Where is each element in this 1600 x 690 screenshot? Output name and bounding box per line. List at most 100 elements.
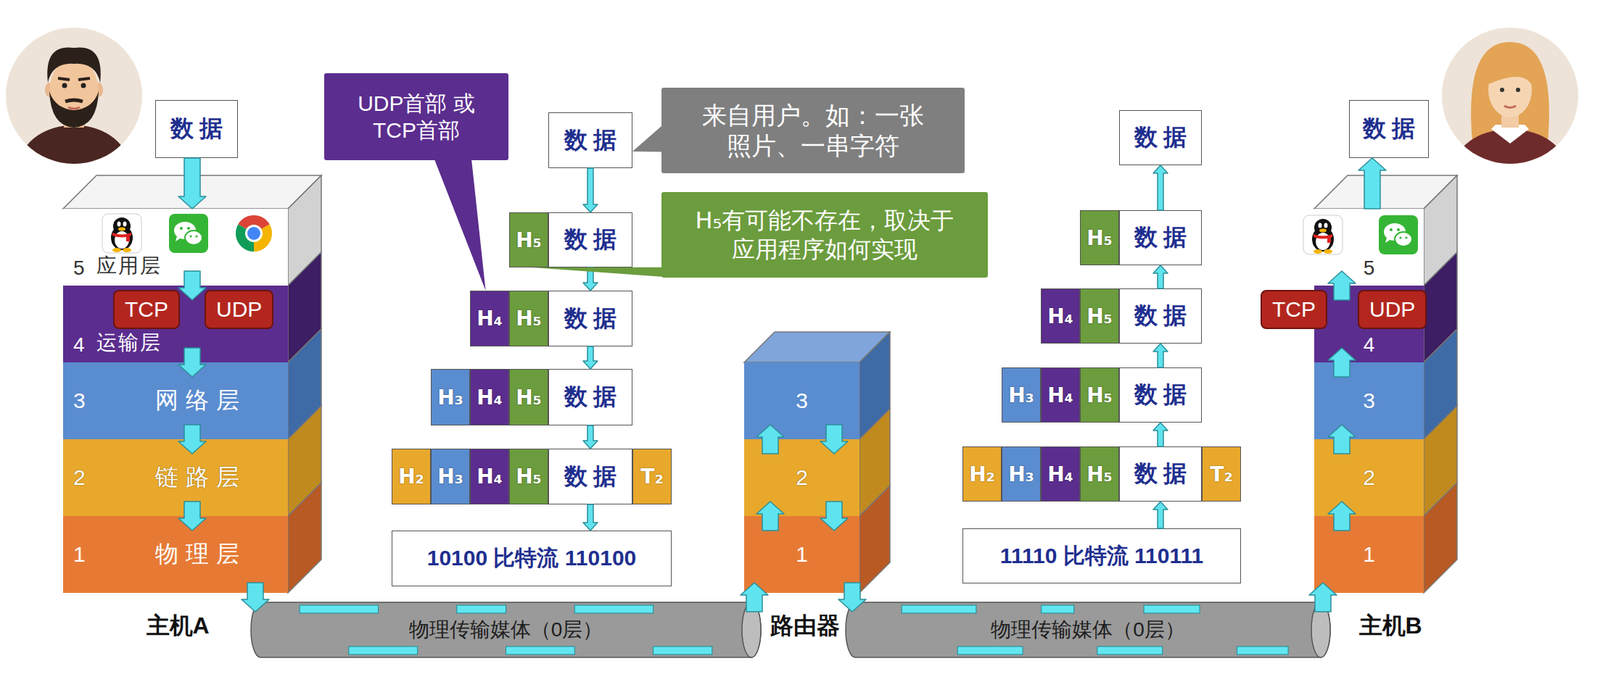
layer-band: 1 (1314, 516, 1424, 594)
box-text: 数据 (164, 113, 229, 146)
layer-band: 3网络层 (63, 362, 288, 440)
data-box: 数据 (1119, 288, 1202, 344)
box-text: UDP (216, 297, 262, 323)
flow-arrow (1153, 422, 1168, 447)
host-label: 路由器 (770, 612, 840, 639)
header-box: H₄ (469, 290, 510, 347)
box-text: UDP (1369, 297, 1416, 323)
data-box: 数据 (1349, 100, 1429, 159)
layer-number: 5 (1363, 256, 1376, 280)
header-box: H₄ (1040, 288, 1080, 344)
bit-signal (456, 605, 507, 614)
layer-band: 1 (744, 516, 860, 594)
layer-name: 运输层 (96, 329, 162, 357)
header-box: H₄ (1040, 367, 1080, 423)
host-label: 主机B (1359, 612, 1423, 639)
layer-band: 2 (1314, 439, 1424, 517)
header-box: T₂ (1201, 446, 1241, 502)
flow-arrow (583, 267, 598, 291)
medium-body (250, 602, 761, 658)
bitstream-box: 10100 比特流 110100 (391, 530, 672, 587)
protocol-box: TCP (113, 290, 180, 330)
box-text: TCP (124, 297, 169, 323)
data-box: 数据 (1119, 446, 1202, 502)
box-text: 10100 比特流 110100 (427, 543, 637, 574)
header-box: H₃ (430, 369, 470, 426)
data-box: 数据 (1119, 110, 1202, 166)
box-text: H₂ (968, 462, 996, 487)
woman-avatar (1441, 27, 1579, 172)
box-text: 数据 (1128, 300, 1193, 333)
layer-number: 2 (1362, 465, 1376, 491)
header-box: H₅ (509, 212, 549, 268)
flow-arrow (1153, 501, 1168, 529)
header-box: H₅ (509, 369, 549, 426)
flow-arrow (178, 501, 206, 531)
qq-icon (102, 213, 142, 254)
layer-band: 3 (744, 362, 860, 440)
box-text: H₄ (476, 306, 503, 331)
avatar-ground (1441, 27, 1579, 164)
medium-body (845, 602, 1331, 658)
avatar-eye (1499, 87, 1505, 93)
transmission-medium: 物理传输媒体（0层） (844, 601, 1331, 659)
layer-band: 5 (1314, 208, 1424, 286)
box-text: H₅ (1086, 304, 1113, 329)
box-text: H₃ (1008, 462, 1035, 487)
chrome-icon (234, 214, 273, 253)
header-box: H₅ (1079, 446, 1120, 502)
layer-number: 4 (73, 333, 85, 357)
protocol-box: UDP (1357, 290, 1427, 330)
flow-arrow (583, 168, 598, 213)
flow-arrow (756, 425, 785, 455)
layer-band: 4TCPUDP (1314, 285, 1424, 363)
layer-name: 应用层 (96, 252, 162, 280)
protocol-box: UDP (204, 290, 274, 330)
header-box: H₅ (509, 290, 549, 347)
flow-arrow (241, 583, 270, 613)
box-text: 数据 (1128, 379, 1193, 412)
label-holder: 主机B (1359, 610, 1423, 643)
avatar-eye (1515, 87, 1521, 93)
flow-arrow (820, 501, 848, 531)
header-box: H₄ (469, 448, 510, 505)
flow-arrow (583, 425, 598, 449)
bitstream-box: 11110 比特流 110111 (962, 528, 1241, 584)
data-box: 数据 (548, 448, 633, 505)
bit-signal (1236, 646, 1289, 655)
box-text: H₄ (1047, 304, 1074, 329)
box-text: H₃ (1008, 383, 1035, 408)
bit-signal (348, 646, 418, 655)
box-text: H₅ (1086, 383, 1113, 408)
wechat-icon (168, 213, 209, 254)
flow-arrow (583, 504, 598, 531)
avatar-beard (49, 91, 99, 128)
avatar-moustache (65, 100, 83, 102)
layer-number: 5 (73, 256, 85, 280)
header-box: H₃ (430, 448, 470, 505)
flow-arrow (838, 583, 867, 613)
flow-arrow (1328, 271, 1356, 301)
flow-arrow (1309, 583, 1337, 613)
layer-number: 1 (1362, 542, 1376, 568)
stack-side (1423, 483, 1458, 594)
stack-side (287, 483, 322, 594)
medium-cap (1311, 602, 1331, 658)
box-text: UDP首部 或 TCP首部 (334, 89, 499, 145)
flow-arrow (756, 501, 785, 531)
stack-top (63, 175, 322, 209)
layer-number: 3 (73, 388, 86, 414)
layer-band: 2 (744, 439, 860, 517)
layer-band: 4 运输层 TCP UDP (63, 285, 288, 363)
data-box: 数据 (548, 290, 633, 347)
callout-tail (434, 160, 486, 291)
flow-arrow (740, 583, 769, 613)
flow-arrow (820, 425, 848, 455)
flow-arrow (178, 348, 206, 378)
host-b-faces (1314, 175, 1458, 594)
bit-signal (1097, 646, 1163, 655)
box-text: 来自用户。如：一张照片、一串字符 (693, 100, 933, 162)
header-box: H₄ (469, 369, 510, 426)
flow-arrow (1153, 343, 1168, 368)
data-box: 数据 (548, 112, 633, 169)
